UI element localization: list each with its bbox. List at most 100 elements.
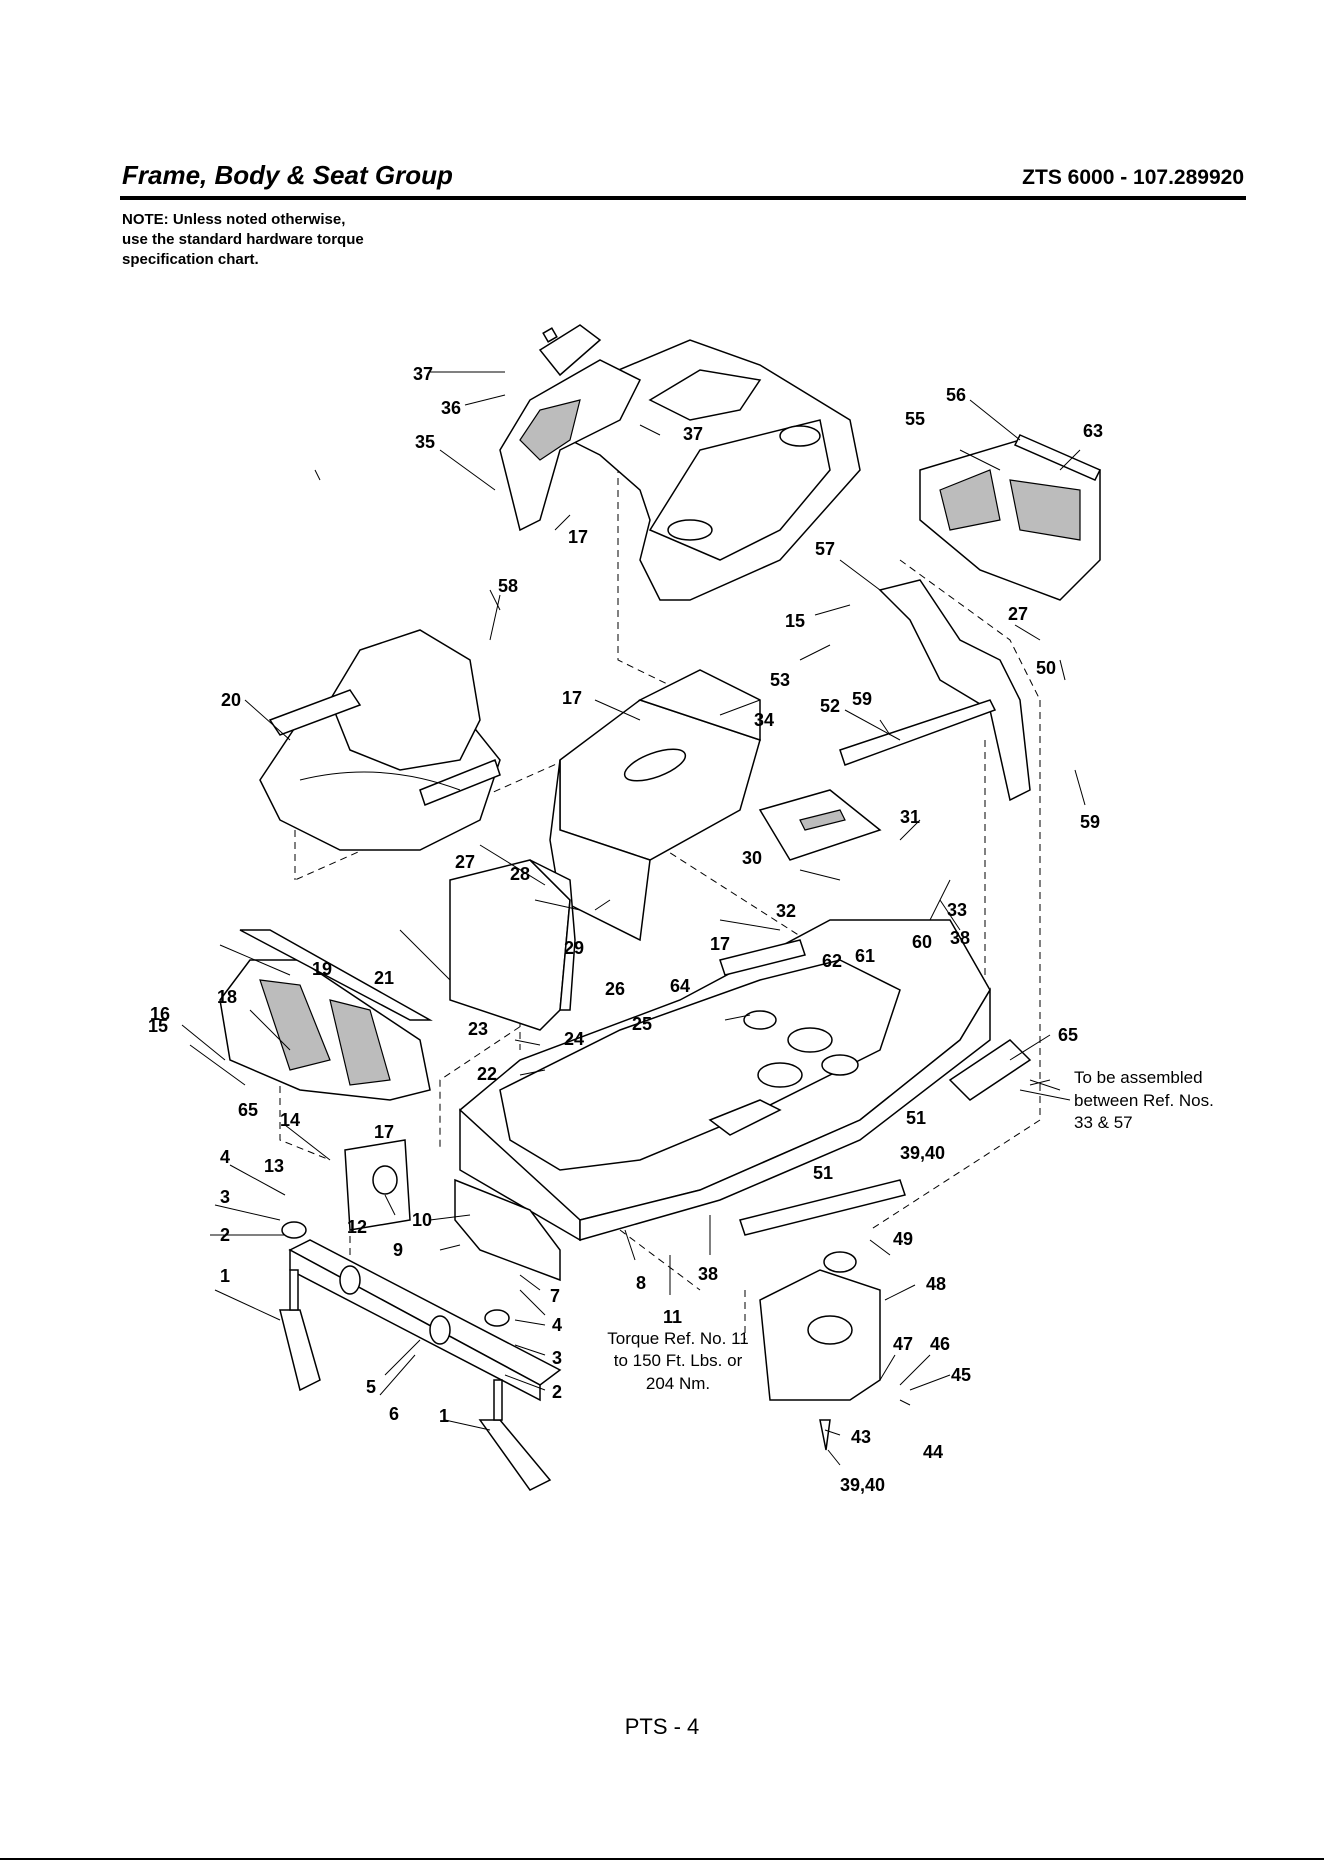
ref-8: 8: [636, 1273, 646, 1293]
ref-38: 38: [950, 928, 970, 948]
assembly-callout-line: To be assembled: [1074, 1068, 1203, 1087]
assembly-callout: To be assembled between Ref. Nos. 33 & 5…: [1019, 1068, 1214, 1132]
ref-62: 62: [822, 951, 842, 971]
ref-65: 65: [1058, 1025, 1078, 1045]
ref-46: 45: [951, 1365, 971, 1385]
ref-38: 38: [698, 1264, 718, 1284]
note-line: specification chart.: [122, 251, 259, 268]
front-rail: [344, 1139, 561, 1282]
title-rule: [120, 196, 1246, 200]
ref-44: 43: [851, 1427, 871, 1447]
ref-37: 37: [683, 424, 703, 444]
leader-lines: [181, 371, 1086, 1466]
ref-3: 3: [552, 1348, 562, 1368]
ref-60: 60: [912, 932, 932, 952]
ref-39-40: 39,40: [900, 1143, 945, 1163]
rear-cover: [919, 434, 1102, 601]
bottom-rule: [0, 1858, 1324, 1860]
ref-51: 51: [813, 1163, 833, 1183]
model-number: ZTS 6000 - 107.289920: [1022, 166, 1244, 189]
fender-body-pan: [559, 339, 861, 601]
ref-34: 34: [754, 710, 774, 730]
seat: [259, 629, 501, 851]
ref-3: 3: [220, 1187, 230, 1207]
ref-27: 27: [455, 852, 475, 872]
fuel-tank: [759, 1251, 881, 1451]
note-line: NOTE: Unless noted otherwise,: [122, 211, 346, 228]
ref-17: 17: [568, 527, 588, 547]
ref-13: 13: [264, 1156, 284, 1176]
reference-labels: 37 36 35 37 17 56 55 63 57 27 15 50 53 5…: [148, 364, 1103, 1495]
ref-14: 14: [280, 1110, 300, 1130]
ref-35: 35: [415, 432, 435, 452]
main-frame: [459, 919, 991, 1242]
torque-callout-line: 204 Nm.: [646, 1374, 710, 1393]
ref-59: 59: [1080, 812, 1100, 832]
ref-22: 22: [477, 1064, 497, 1084]
ref-52: 51: [906, 1108, 926, 1128]
hood-plate: [758, 789, 882, 861]
ref-45: 44: [923, 1442, 943, 1462]
note-line: use the standard hardware torque: [122, 231, 364, 248]
ref-19: 19: [312, 959, 332, 979]
ref-65: 64: [670, 976, 690, 996]
ref-43: 39,40: [840, 1475, 885, 1495]
ref-56: 56: [946, 385, 966, 405]
ref-33: 33: [947, 900, 967, 920]
ref-17: 17: [562, 688, 582, 708]
ref-57: 57: [815, 539, 835, 559]
ref-16: 16: [150, 1004, 170, 1024]
ref-1: 1: [439, 1406, 449, 1426]
seat-pan-plate: [549, 669, 761, 942]
ref-37: 37: [413, 364, 433, 384]
ref-17: 17: [374, 1122, 394, 1142]
control-bracket: [839, 579, 1031, 802]
ref-64: 65: [238, 1100, 258, 1120]
footrest: [219, 929, 433, 1101]
ref-51: 50: [1036, 658, 1056, 678]
ref-61: 61: [855, 946, 875, 966]
ref-30: 30: [742, 848, 762, 868]
ref-9: 9: [393, 1240, 403, 1260]
page-number: PTS - 4: [624, 1714, 700, 1739]
ref-21: 21: [374, 968, 394, 988]
torque-note: NOTE: Unless noted otherwise, use the st…: [122, 210, 442, 270]
ref-2: 2: [220, 1225, 230, 1245]
ref-31: 31: [900, 807, 920, 827]
ref-2: 2: [552, 1382, 562, 1402]
ref-28: 28: [510, 864, 530, 884]
ref-29: 29: [564, 938, 584, 958]
ref-63: 63: [1083, 421, 1103, 441]
plate-65: [719, 939, 1032, 1236]
ref-15: 15: [785, 611, 805, 631]
ref-36: 36: [441, 398, 461, 418]
ref-12: 12: [347, 1217, 367, 1237]
ref-1: 1: [220, 1266, 230, 1286]
assembly-callout-line: 33 & 57: [1074, 1113, 1133, 1132]
ref-26: 26: [605, 979, 625, 999]
seat-support-panel: [449, 859, 576, 1031]
ref-54: 53: [770, 670, 790, 690]
control-console: [499, 324, 642, 532]
ref-20: 20: [221, 690, 241, 710]
ref-10: 10: [412, 1210, 432, 1230]
ref-17: 17: [710, 934, 730, 954]
ref-24: 24: [564, 1029, 584, 1049]
ref-4: 4: [552, 1315, 562, 1335]
ref-4: 4: [220, 1147, 230, 1167]
ref-27: 27: [1008, 604, 1028, 624]
ref-7: 7: [550, 1286, 560, 1306]
ref-49: 48: [926, 1274, 946, 1294]
ref-11: 11: [663, 1307, 682, 1327]
ref-48: 47: [893, 1334, 913, 1354]
torque-callout-line: to 150 Ft. Lbs. or: [614, 1351, 743, 1370]
front-axle: [279, 1221, 562, 1491]
ref-50: 49: [893, 1229, 913, 1249]
ref-58: 58: [498, 576, 518, 596]
ref-15: 15: [148, 1016, 168, 1036]
ref-53: 52: [820, 696, 840, 716]
torque-callout: Torque Ref. No. 11 to 150 Ft. Lbs. or 20…: [607, 1329, 748, 1393]
ref-55: 55: [905, 409, 925, 429]
ref-32: 32: [776, 901, 796, 921]
